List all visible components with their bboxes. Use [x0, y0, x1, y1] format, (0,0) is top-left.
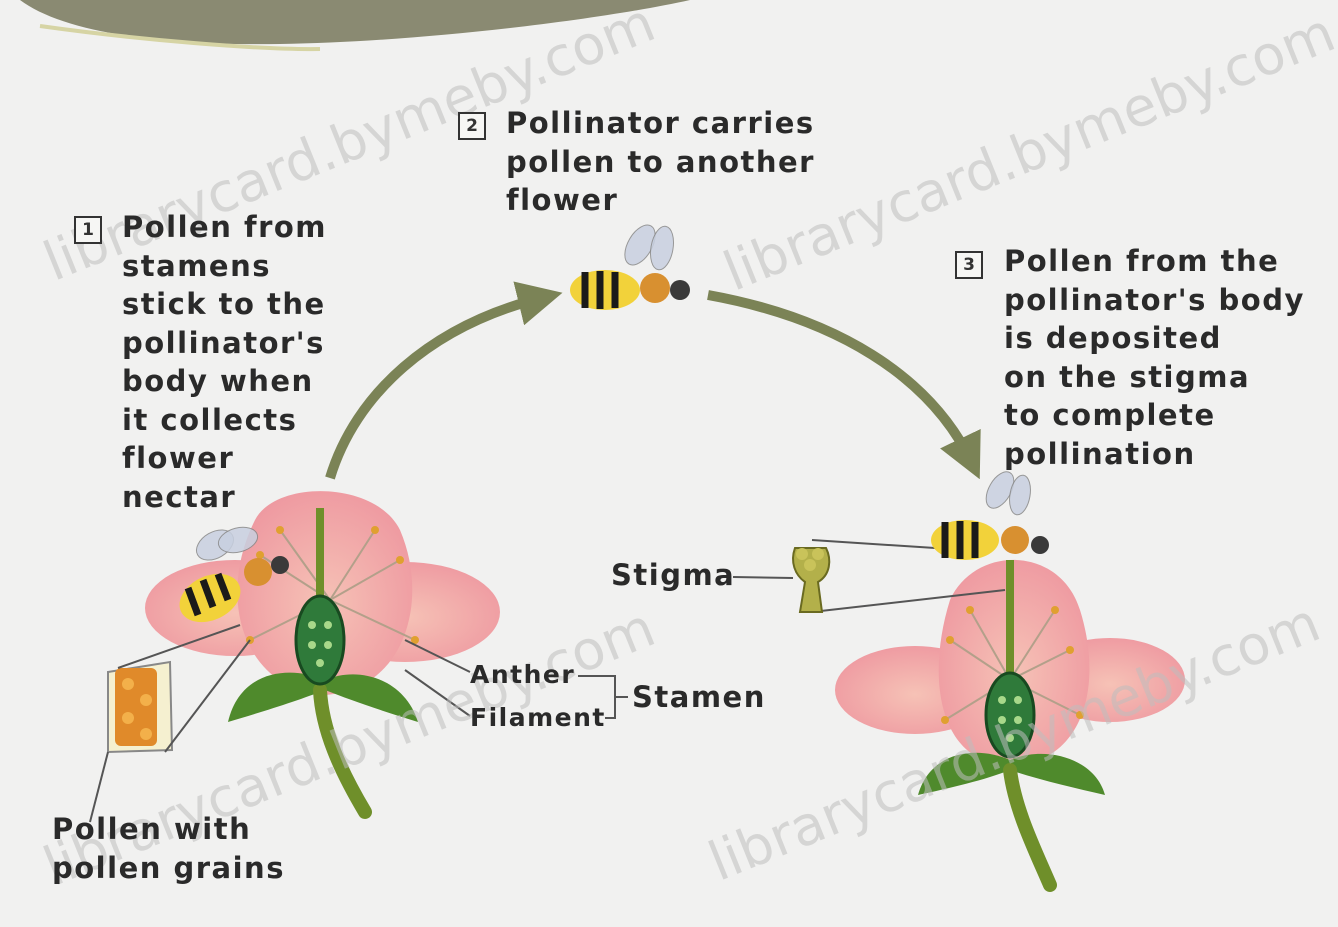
arrow-to-pollinator [330, 297, 545, 478]
anther-label: Anther [470, 656, 575, 695]
step-3-number: 3 [955, 251, 983, 279]
step-3-text: Pollen from the pollinator's body is dep… [1004, 242, 1305, 473]
step-1-number: 1 [74, 216, 102, 244]
stamen-label: Stamen [632, 678, 766, 717]
flower-left [145, 491, 500, 812]
step-2-text: Pollinator carries pollen to another flo… [506, 104, 815, 220]
bee-right-icon [931, 467, 1049, 560]
stigma-label: Stigma [611, 556, 735, 595]
arrow-to-second-flower [708, 295, 972, 463]
step-1-text: Pollen from stamens stick to the pollina… [122, 208, 327, 516]
step-2-number: 2 [458, 112, 486, 140]
flower-right [835, 560, 1185, 885]
pollen-label: Pollen with pollen grains [52, 810, 285, 887]
filament-label: Filament [470, 699, 606, 738]
bee-middle-icon [570, 220, 690, 310]
